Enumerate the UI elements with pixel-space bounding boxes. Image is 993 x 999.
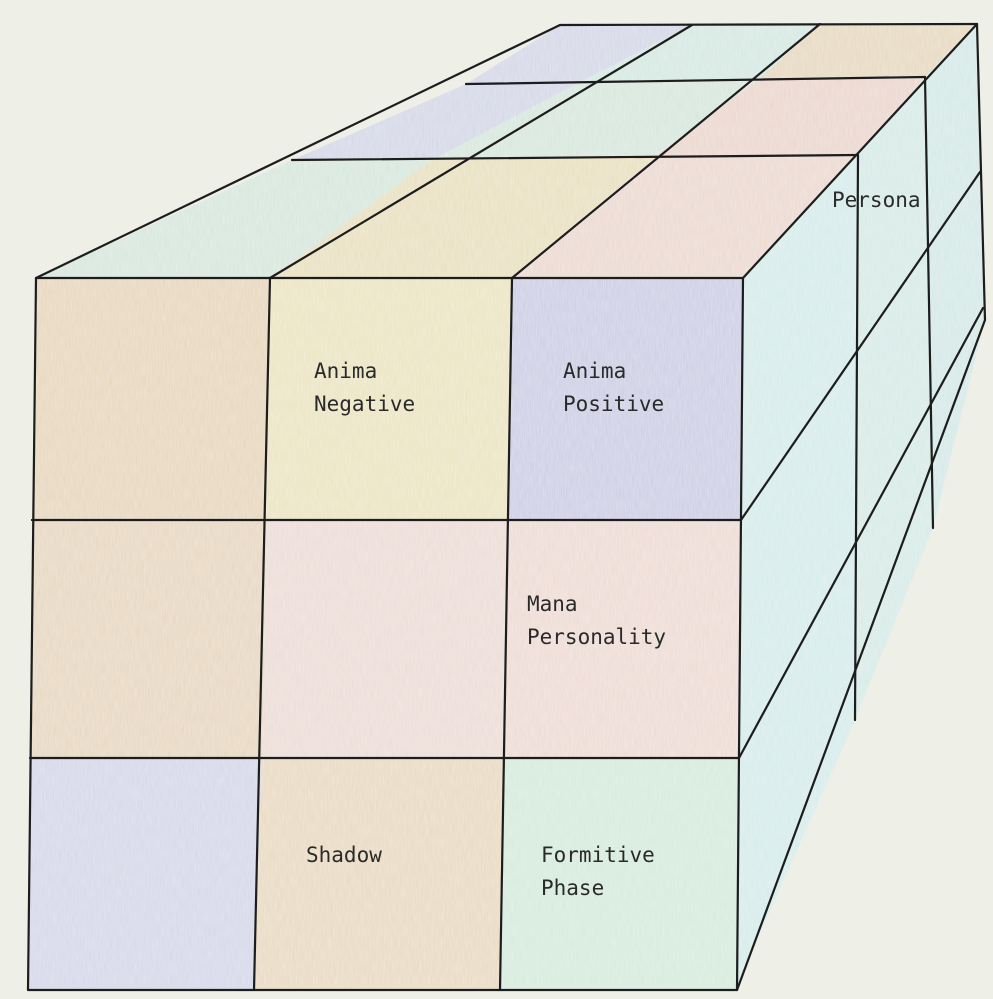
front-cell-r3-c3 <box>500 758 739 990</box>
front-cell-r3-c2 <box>254 758 504 990</box>
label-shadow: Shadow <box>306 843 382 867</box>
front-cell-r1-c1 <box>32 278 270 520</box>
front-cell-r2-c1 <box>30 520 266 758</box>
front-cell-r3-c1 <box>28 758 262 990</box>
label-persona: Persona <box>832 188 921 212</box>
front-cell-r2-c2 <box>262 520 508 758</box>
